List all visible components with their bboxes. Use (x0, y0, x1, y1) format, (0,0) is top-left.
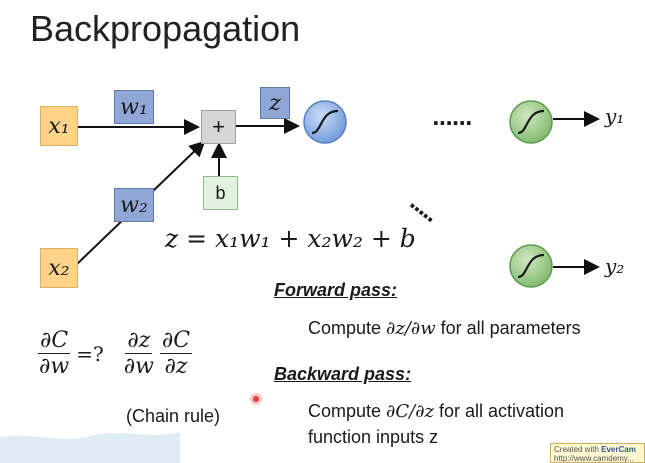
landscape-strip (0, 432, 180, 463)
bias-box: b (203, 176, 238, 210)
sigmoid-node-output-1 (509, 100, 553, 144)
input-x2: x₂ (40, 248, 78, 288)
z-equation: z = x₁w₁ + x₂w₂ + b (165, 224, 416, 253)
dC-dz-fraction: ∂C ∂z (159, 328, 193, 380)
slide-title: Backpropagation (30, 8, 301, 49)
output-y1: y₁ (605, 104, 625, 128)
evercam-watermark: Created with EverCam http://www.camdemy.… (550, 443, 645, 463)
sum-node: + (201, 110, 236, 144)
z-label-box: z (260, 87, 290, 119)
forward-pass-heading: Forward pass: (274, 280, 398, 300)
backward-pass-heading: Backward pass: (274, 364, 412, 384)
weight-w1: w₁ (114, 90, 154, 124)
forward-pass-description: Compute ∂z/∂w for all parameters (308, 318, 581, 339)
sigmoid-node-hidden (303, 100, 347, 144)
ellipsis-horizontal: ...... (432, 106, 473, 130)
equals-question: =? (76, 341, 104, 366)
output-y2: y₂ (605, 254, 625, 278)
backward-pass-description: Compute ∂C/∂z for all activation (308, 401, 565, 422)
backward-pass-description-line2: function inputs z (308, 427, 439, 447)
input-x1: x₁ (40, 106, 78, 146)
dz-dw-fraction: ∂z ∂w (123, 328, 154, 380)
weight-w2: w₂ (114, 188, 154, 222)
cursor-highlight (250, 393, 262, 405)
chain-rule-label: (Chain rule) (126, 406, 221, 426)
dC-dw-fraction: ∂C ∂w (38, 328, 71, 380)
sigmoid-node-output-2 (509, 244, 553, 288)
gradient-question: ∂C ∂w =? ∂z ∂w ∂C ∂z (38, 328, 193, 380)
